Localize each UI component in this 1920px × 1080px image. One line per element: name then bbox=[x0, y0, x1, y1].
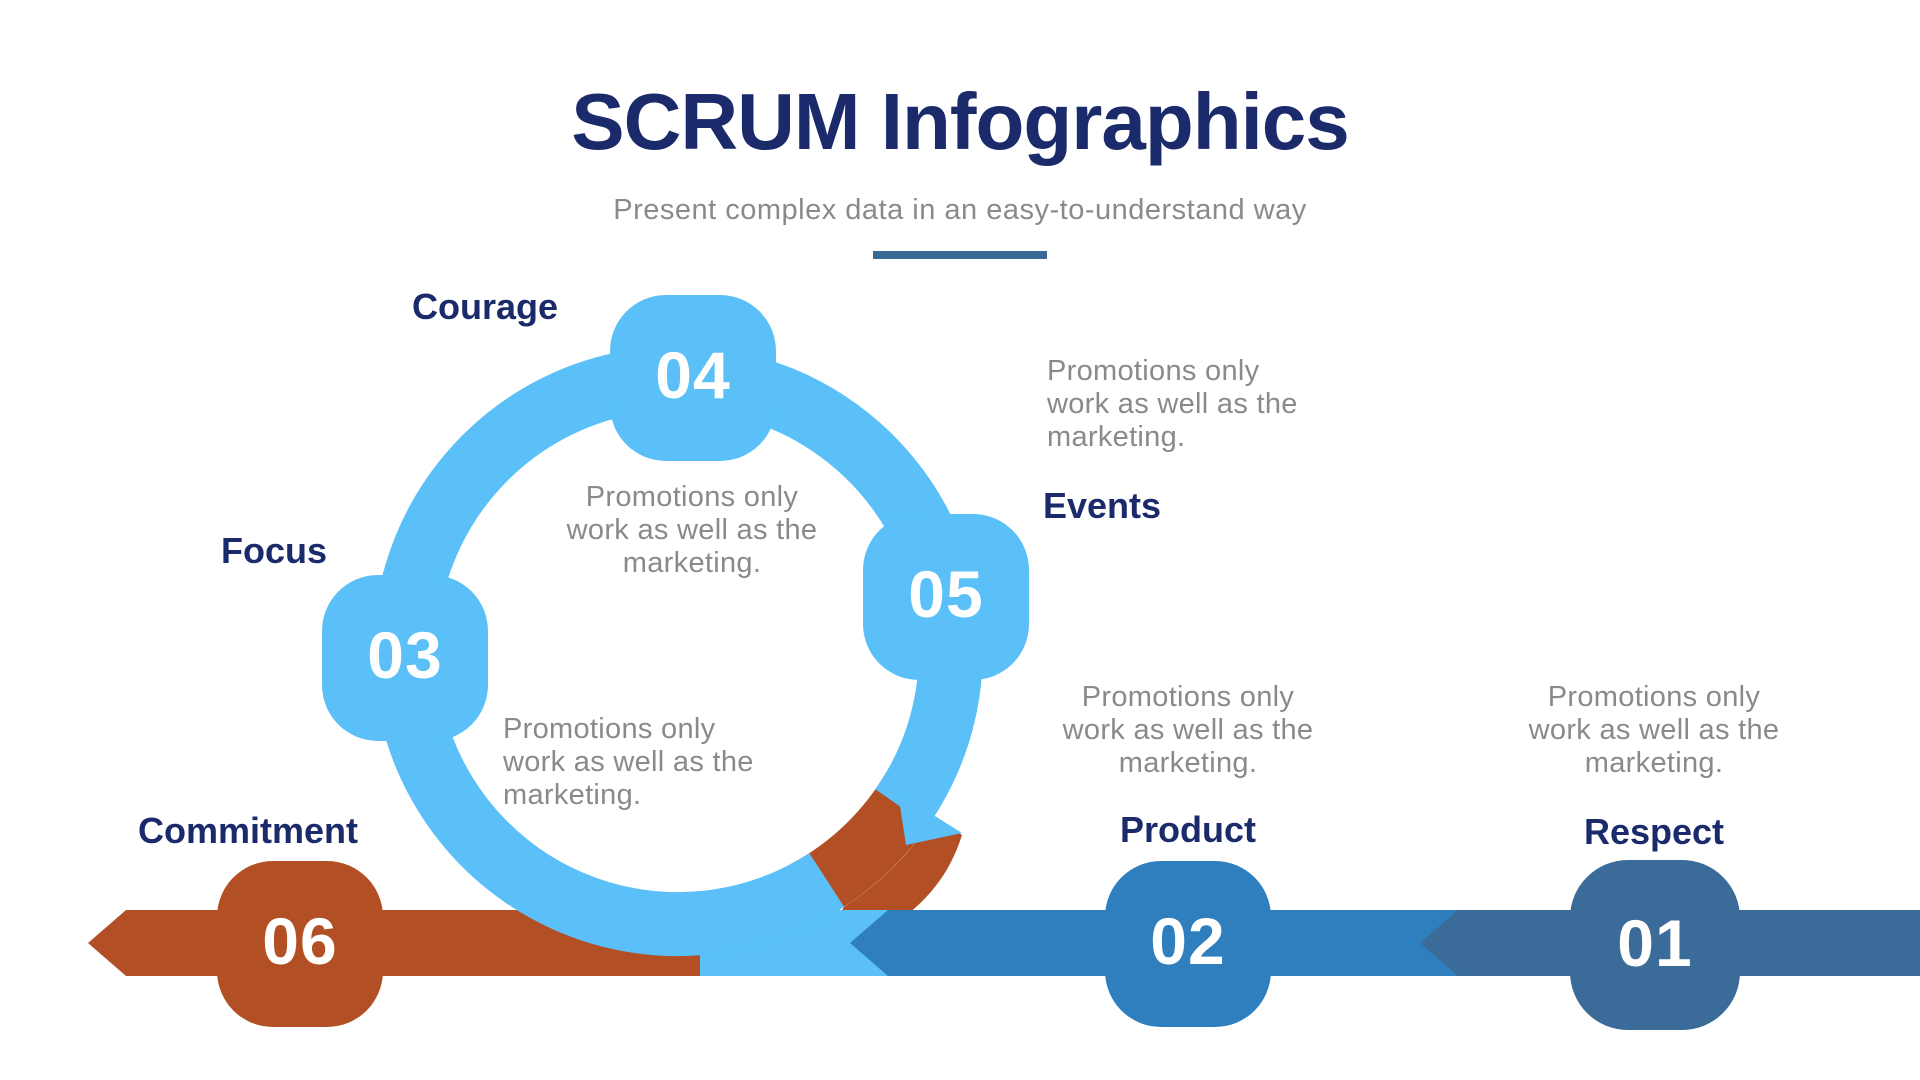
description-line: marketing. bbox=[1118, 747, 1258, 779]
description-respect: Promotions only work as well as the mark… bbox=[1529, 681, 1780, 780]
description-line: work as well as the bbox=[566, 514, 818, 546]
node-04 bbox=[610, 295, 776, 461]
label-product: Product bbox=[1119, 809, 1257, 850]
label-focus: Focus bbox=[220, 530, 328, 571]
description-line: Promotions only bbox=[1081, 681, 1295, 713]
title-underline bbox=[873, 251, 1047, 259]
label-events: Events bbox=[1042, 485, 1162, 526]
page-subtitle: Present complex data in an easy-to-under… bbox=[613, 194, 1307, 226]
description-line: Promotions only bbox=[585, 481, 799, 513]
node-03 bbox=[322, 575, 488, 741]
page-title: SCRUM Infographics bbox=[571, 77, 1350, 166]
description-line: marketing. bbox=[1047, 421, 1186, 453]
node-number-01: 01 bbox=[1617, 905, 1693, 980]
description-line: work as well as the bbox=[1528, 714, 1780, 746]
description-line: Promotions only bbox=[1547, 681, 1761, 713]
node-06 bbox=[217, 861, 383, 1027]
node-number-04: 04 bbox=[655, 337, 731, 412]
label-respect: Respect bbox=[1583, 811, 1725, 852]
description-inner-top: Promotions only work as well as the mark… bbox=[567, 481, 818, 580]
node-05 bbox=[863, 514, 1029, 680]
description-line: marketing. bbox=[622, 547, 762, 579]
description-events: Promotions only work as well as the mark… bbox=[1047, 355, 1298, 454]
description-line: marketing. bbox=[1584, 747, 1724, 779]
node-number-05: 05 bbox=[908, 556, 984, 631]
node-02 bbox=[1105, 861, 1271, 1027]
description-line: Promotions only bbox=[503, 713, 716, 745]
node-number-02: 02 bbox=[1150, 903, 1226, 978]
description-product: Promotions only work as well as the mark… bbox=[1063, 681, 1314, 780]
node-number-03: 03 bbox=[367, 617, 443, 692]
description-line: work as well as the bbox=[503, 746, 754, 778]
ring-tail-point bbox=[898, 793, 962, 845]
node-number-06: 06 bbox=[262, 903, 338, 978]
label-courage: Courage bbox=[411, 286, 559, 327]
description-line: Promotions only bbox=[1047, 355, 1260, 387]
description-line: work as well as the bbox=[1047, 388, 1298, 420]
node-01 bbox=[1570, 860, 1740, 1030]
description-line: work as well as the bbox=[1062, 714, 1314, 746]
description-line: marketing. bbox=[503, 779, 642, 811]
description-inner-bottom: Promotions only work as well as the mark… bbox=[503, 713, 754, 812]
label-commitment: Commitment bbox=[137, 810, 359, 851]
